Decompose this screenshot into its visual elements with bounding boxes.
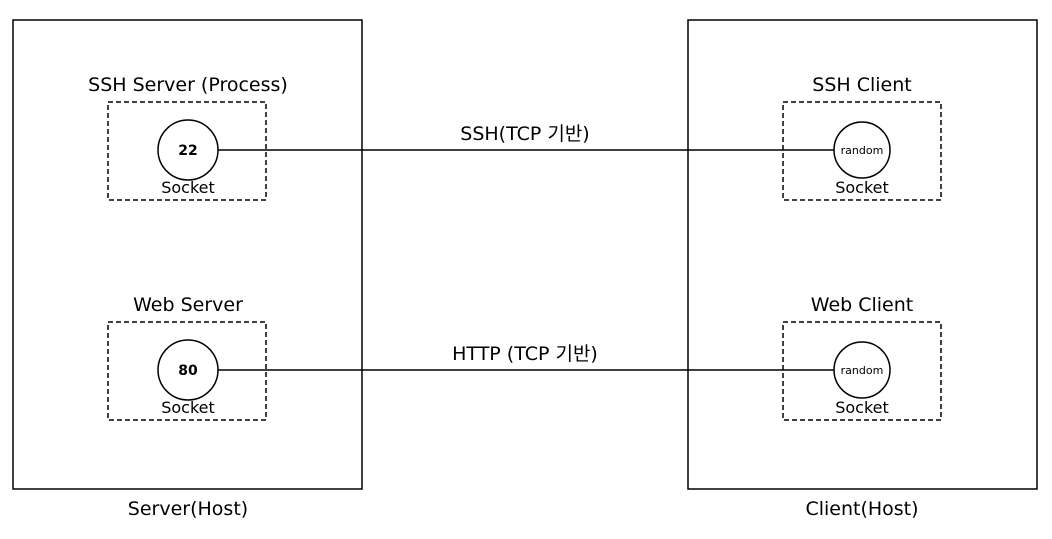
server-host-box [12, 19, 363, 490]
web-server-port: 80 [178, 363, 198, 379]
ssh-client-title: SSH Client [812, 74, 911, 96]
ssh-client-port-circle [833, 121, 891, 179]
web-server-port-circle [157, 339, 219, 401]
web-server-socket-label: Socket [161, 398, 215, 417]
web-client-port: random [841, 364, 884, 377]
ssh-server-socket-label: Socket [161, 178, 215, 197]
http-connection-label: HTTP (TCP 기반) [452, 343, 598, 365]
web-client-title: Web Client [811, 294, 913, 316]
web-client-port-circle [833, 341, 891, 399]
ssh-client-port: random [841, 144, 884, 157]
client-host-box [687, 19, 1038, 490]
web-server-title: Web Server [133, 294, 243, 316]
ssh-server-port: 22 [178, 143, 197, 159]
ssh-connection-label: SSH(TCP 기반) [460, 123, 589, 145]
ssh-server-port-circle [157, 119, 219, 181]
ssh-client-socket-label: Socket [835, 178, 889, 197]
web-client-socket-label: Socket [835, 398, 889, 417]
client-host-label: Client(Host) [805, 498, 918, 520]
ssh-server-title: SSH Server (Process) [88, 74, 288, 96]
server-host-label: Server(Host) [128, 498, 248, 520]
